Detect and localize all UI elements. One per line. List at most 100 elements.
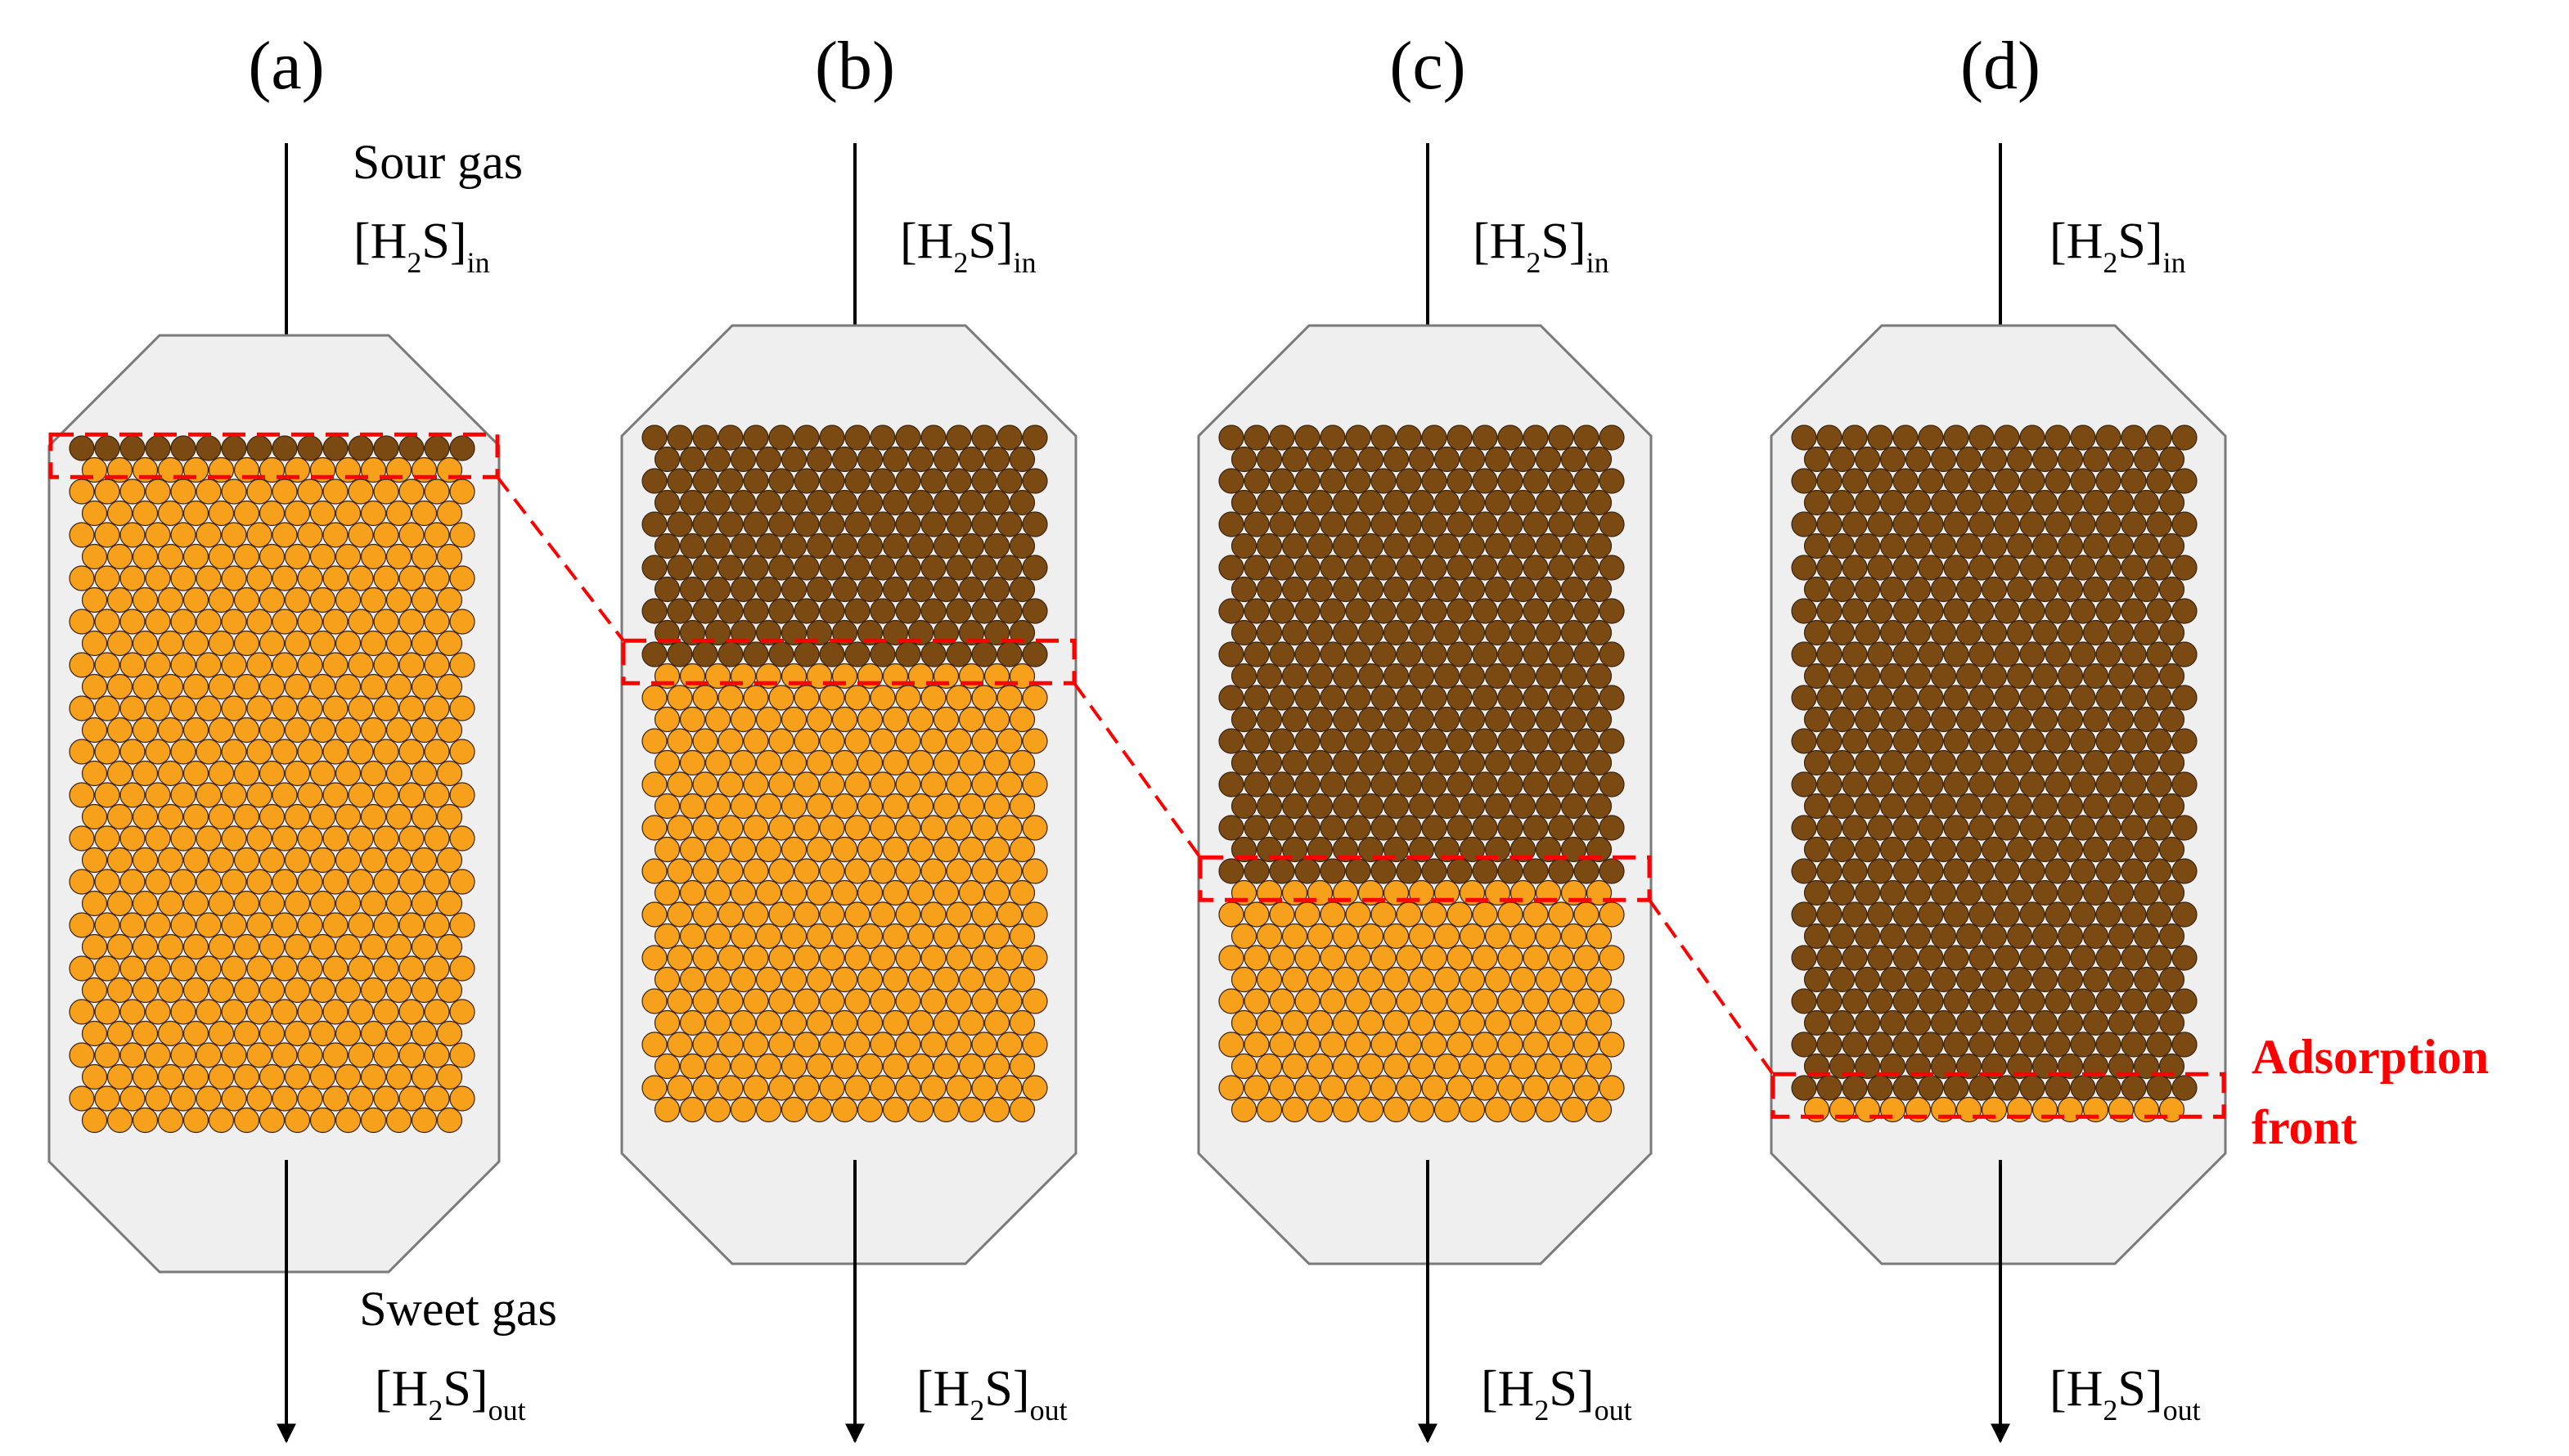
fresh-bead <box>94 825 120 852</box>
fresh-bead <box>246 609 272 635</box>
saturated-bead <box>1433 446 1460 473</box>
saturated-bead <box>2121 511 2147 537</box>
saturated-bead <box>1269 511 1295 537</box>
fresh-bead <box>1269 901 1295 928</box>
saturated-bead <box>2146 598 2172 624</box>
saturated-bead <box>2057 793 2084 820</box>
fresh-bead <box>1218 988 1244 1014</box>
saturated-bead <box>1244 511 1270 537</box>
fresh-bead <box>259 890 286 917</box>
saturated-bead <box>1022 555 1048 581</box>
fresh-bead <box>870 685 896 711</box>
fresh-bead <box>1433 1096 1460 1123</box>
fresh-bead <box>907 836 934 863</box>
fresh-bead <box>1357 923 1384 950</box>
saturated-bead <box>1879 793 1906 820</box>
saturated-bead <box>1509 533 1536 559</box>
fresh-bead <box>398 825 425 852</box>
saturated-bead <box>1307 489 1334 516</box>
fresh-bead <box>743 945 769 971</box>
saturated-bead <box>2171 555 2198 581</box>
saturated-bead <box>2082 576 2109 603</box>
saturated-bead <box>196 435 222 461</box>
saturated-bead <box>692 555 718 581</box>
front-connector-lines <box>496 476 1775 1076</box>
fresh-bead <box>424 522 450 548</box>
saturated-bead <box>997 425 1023 451</box>
fresh-bead <box>1244 1075 1270 1101</box>
fresh-bead <box>870 815 896 841</box>
fresh-bead <box>679 836 706 863</box>
fresh-bead <box>679 1009 706 1036</box>
saturated-bead <box>1994 858 2020 884</box>
fresh-bead <box>272 1042 298 1068</box>
fresh-bead <box>730 966 757 993</box>
saturated-bead <box>1791 511 1817 537</box>
fresh-bead <box>946 988 972 1014</box>
fresh-bead <box>170 565 196 591</box>
saturated-bead <box>1560 576 1587 603</box>
saturated-bead <box>1842 1031 1868 1058</box>
fresh-bead <box>781 836 808 863</box>
saturated-bead <box>2031 663 2058 690</box>
saturated-bead <box>946 598 972 624</box>
fresh-bead <box>360 803 387 830</box>
saturated-bead <box>1281 619 1308 646</box>
fresh-bead <box>119 565 146 591</box>
fresh-bead <box>436 977 463 1004</box>
saturated-bead <box>2095 945 2121 971</box>
fresh-bead <box>654 1096 681 1123</box>
saturated-bead <box>1791 815 1817 841</box>
fresh-bead <box>182 760 209 787</box>
fresh-bead <box>385 717 412 744</box>
fresh-bead <box>1009 966 1036 993</box>
fresh-bead <box>106 543 133 570</box>
fresh-bead <box>882 836 909 863</box>
fresh-bead <box>1408 1009 1435 1036</box>
fresh-bead <box>844 988 871 1014</box>
fresh-bead <box>730 1009 757 1036</box>
saturated-bead <box>1905 533 1932 559</box>
saturated-bead <box>1943 641 1969 667</box>
fresh-bead <box>806 793 833 820</box>
fresh-bead <box>971 1031 997 1058</box>
saturated-bead <box>983 576 1010 603</box>
fresh-bead <box>373 739 399 765</box>
saturated-bead <box>1548 425 1574 451</box>
fresh-bead <box>335 847 362 874</box>
fresh-bead <box>322 825 349 852</box>
saturated-bead <box>1791 555 1817 581</box>
fresh-bead <box>831 879 858 906</box>
fresh-bead <box>309 1107 336 1134</box>
saturated-bead <box>2057 966 2084 993</box>
saturated-bead <box>1459 446 1486 473</box>
saturated-bead <box>1022 511 1048 537</box>
fresh-bead <box>170 955 196 982</box>
fresh-bead <box>1022 685 1048 711</box>
saturated-bead <box>730 576 757 603</box>
saturated-bead <box>2121 901 2147 928</box>
fresh-bead <box>654 1009 681 1036</box>
saturated-bead <box>794 468 820 494</box>
fresh-bead <box>297 652 323 678</box>
fresh-bead <box>309 543 336 570</box>
fresh-bead <box>692 728 718 754</box>
saturated-bead <box>1943 511 1969 537</box>
fresh-bead <box>1307 966 1334 993</box>
fresh-bead <box>718 945 744 971</box>
fresh-bead <box>870 901 896 928</box>
fresh-bead <box>983 923 1010 950</box>
saturated-bead <box>1244 555 1270 581</box>
fresh-bead <box>1022 1075 1048 1101</box>
saturated-bead <box>1433 576 1460 603</box>
fresh-bead <box>641 901 668 928</box>
saturated-bead <box>1345 468 1371 494</box>
fresh-bead <box>322 1042 349 1068</box>
fresh-bead <box>157 803 184 830</box>
saturated-bead <box>2019 771 2045 798</box>
saturated-bead <box>1218 685 1244 711</box>
saturated-bead <box>2171 901 2198 928</box>
saturated-bead <box>1320 598 1346 624</box>
saturated-bead <box>1803 446 1830 473</box>
fresh-bead <box>69 652 95 678</box>
